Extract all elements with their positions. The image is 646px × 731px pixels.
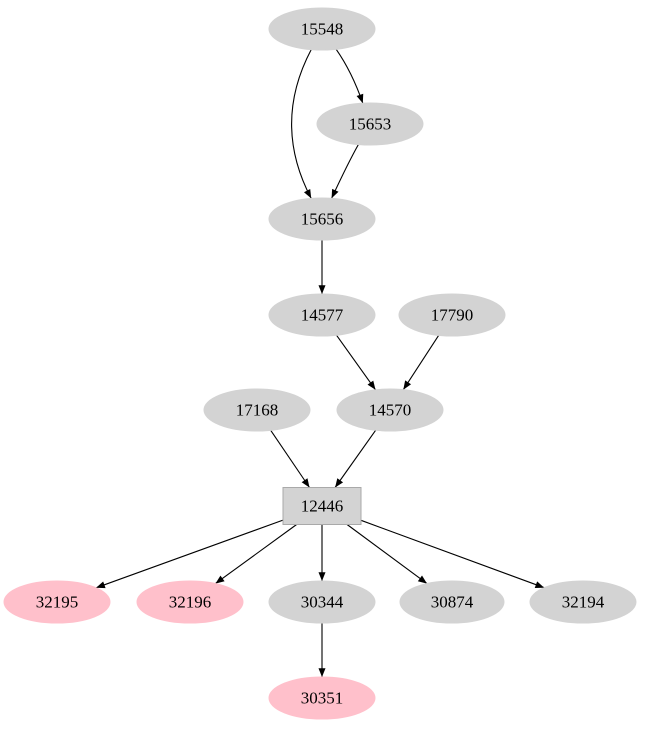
- edge-12446-30874: [346, 524, 428, 585]
- node-label: 32194: [562, 593, 605, 612]
- node-32195: 32195: [3, 580, 111, 624]
- node-label: 32195: [36, 593, 79, 612]
- node-17168: 17168: [203, 388, 311, 432]
- node-15653: 15653: [316, 102, 424, 146]
- node-ellipse-shape: [203, 388, 311, 432]
- node-label: 14570: [369, 401, 412, 420]
- edge-15653-15656: [331, 144, 359, 199]
- node-label: 15656: [301, 210, 344, 229]
- node-15548: 15548: [268, 7, 376, 51]
- edge-17790-14570: [402, 335, 440, 390]
- node-label: 17168: [236, 401, 279, 420]
- node-17790: 17790: [398, 293, 506, 337]
- node-label: 32196: [169, 593, 212, 612]
- node-ellipse-shape: [398, 293, 506, 337]
- node-ellipse-shape: [399, 580, 505, 624]
- node-label: 14577: [301, 306, 344, 325]
- node-label: 12446: [301, 497, 344, 516]
- node-ellipse-shape: [268, 676, 376, 720]
- node-ellipse-shape: [268, 580, 376, 624]
- node-15656: 15656: [268, 197, 376, 241]
- node-30344: 30344: [268, 580, 376, 624]
- node-label: 15548: [301, 20, 344, 39]
- node-32196: 32196: [136, 580, 244, 624]
- node-12446: 12446: [282, 487, 362, 525]
- edge-12446-32196: [215, 524, 297, 585]
- edge-12446-32194: [360, 519, 545, 589]
- node-ellipse-shape: [3, 580, 111, 624]
- node-ellipse-shape: [268, 7, 376, 51]
- node-ellipse-shape: [268, 197, 376, 241]
- edges-layer: [95, 48, 545, 677]
- nodes-layer: 15548 15653 15656 14577 17790 17168 14570 12446…: [3, 7, 637, 720]
- node-ellipse-shape: [316, 102, 424, 146]
- node-label: 15653: [349, 115, 392, 134]
- edge-17168-12446: [270, 429, 310, 488]
- node-32194: 32194: [529, 580, 637, 624]
- node-ellipse-shape: [268, 293, 376, 337]
- node-ellipse-shape: [336, 388, 444, 432]
- node-14570: 14570: [336, 388, 444, 432]
- edge-12446-32195: [95, 519, 284, 589]
- node-label: 30344: [301, 593, 344, 612]
- node-box-shape: [282, 487, 362, 525]
- edge-15548-15653: [335, 48, 364, 104]
- edge-14570-12446: [334, 429, 377, 488]
- node-ellipse-shape: [136, 580, 244, 624]
- node-30874: 30874: [399, 580, 505, 624]
- node-label: 17790: [431, 306, 474, 325]
- node-30351: 30351: [268, 676, 376, 720]
- edge-14577-14570: [336, 334, 376, 391]
- node-ellipse-shape: [529, 580, 637, 624]
- node-14577: 14577: [268, 293, 376, 337]
- node-label: 30351: [301, 689, 344, 708]
- node-label: 30874: [431, 593, 474, 612]
- edge-15548-15656: [291, 49, 312, 199]
